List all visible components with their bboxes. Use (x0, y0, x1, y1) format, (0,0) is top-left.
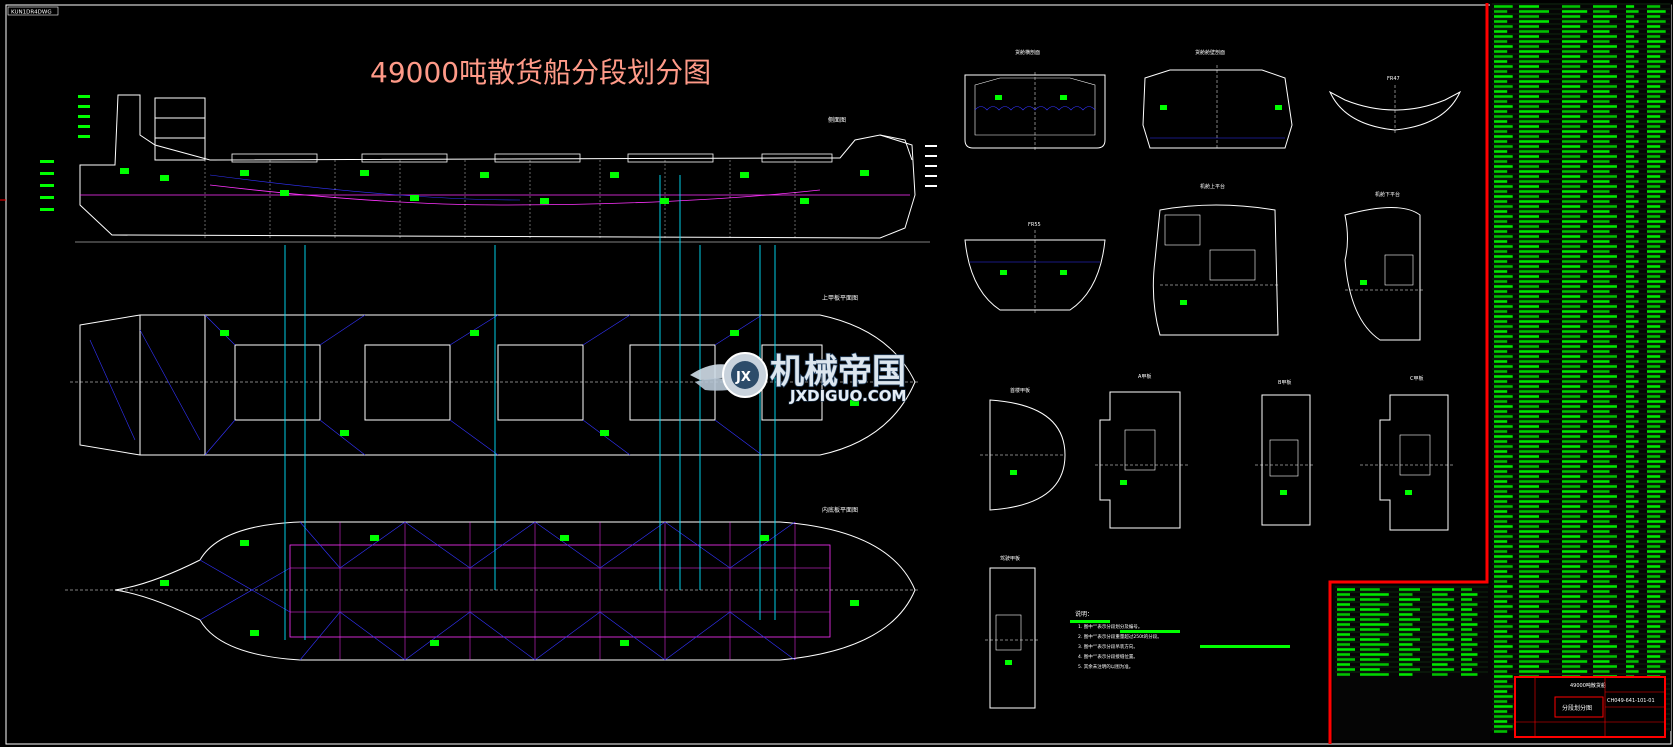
inner-bottom-grid (290, 522, 830, 660)
fr55-section (964, 230, 1106, 315)
deck-b-plan (1255, 394, 1315, 526)
inner-bottom-label: 内底板平面图 (822, 506, 858, 514)
note-line-5: 5. 其余未注明的以图为准。 (1078, 663, 1133, 670)
note-line-2: 2. 图中“”表示分段重量超过250t的分段。 (1078, 633, 1162, 640)
notes-heading: 说明： (1075, 610, 1093, 618)
block-labels (120, 168, 869, 646)
title-block-grid (1515, 677, 1665, 737)
engine-lower-label: 机舱下平台 (1375, 191, 1400, 198)
deck-b-label: B甲板 (1278, 379, 1291, 386)
title-block-drawing-name: 分段划分图 (1562, 704, 1592, 712)
upper-deck-label: 上甲板平面图 (822, 294, 858, 302)
upper-deck-diagonals (89, 314, 763, 456)
deck-c-label: C甲板 (1410, 375, 1424, 382)
profile-legend-right (925, 145, 937, 187)
block-list-rows (1492, 3, 1670, 733)
engine-upper-platform (1152, 204, 1279, 336)
title-block-name-box (1554, 696, 1604, 718)
profile-hatch-coamings (231, 153, 833, 163)
note-line-1: 1. 图中“”表示分段划分及编号。 (1078, 623, 1142, 630)
title-block-project: 49000吨散货船 (1570, 682, 1606, 689)
engine-upper-label: 机舱上平台 (1200, 183, 1225, 190)
upper-deck-plan (70, 314, 920, 456)
deck-c-plan (1360, 394, 1455, 531)
lower-block-list-table (1333, 585, 1490, 740)
profile-view-label: 侧面图 (828, 116, 846, 124)
drawing-tag-box (7, 6, 59, 16)
profile-view (75, 94, 930, 243)
bow-deck-plan (980, 399, 1066, 511)
profile-legend-left (40, 95, 90, 211)
section-block-labels (995, 95, 1412, 665)
fr47-label: FR47 (1387, 76, 1400, 82)
midship-section (964, 72, 1106, 150)
hold-bulkhead-label: 货舱舱壁剖面 (1195, 49, 1225, 56)
fr47-section (1328, 85, 1462, 135)
projection-lines (284, 175, 776, 640)
midship-section-label: 货舱横剖面 (1015, 49, 1040, 56)
deck-a-plan (1095, 391, 1190, 529)
engine-lower-platform (1344, 207, 1425, 341)
compass-deck-plan (985, 567, 1040, 709)
note-line-4: 4. 图中“”表示分段接缝位置。 (1078, 653, 1138, 660)
drawing-title: 49000吨散货船分段划分图 (370, 56, 711, 89)
watermark-brand: 机械帝国 (770, 352, 906, 392)
title-block-drawing-no: CH049-641-101-01 (1607, 698, 1655, 704)
lower-block-list-rows (1335, 586, 1488, 676)
bow-deck-label: 首楼甲板 (1010, 387, 1030, 394)
hold-bulkhead-section (1142, 65, 1293, 150)
fr55-label: FR55 (1028, 222, 1041, 228)
watermark-url: JXDIGUO.COM (789, 387, 906, 405)
profile-frame-lines (204, 160, 796, 238)
deck-a-label: A甲板 (1138, 373, 1151, 380)
inner-bottom-diagonals (199, 521, 796, 661)
compass-deck-label: 驾驶甲板 (1000, 555, 1020, 562)
table-red-frame (1328, 3, 1489, 744)
note-line-3: 3. 图中“”表示分段吊装方向。 (1078, 643, 1138, 650)
watermark-badge: JX (735, 370, 751, 385)
drawing-tag: KUN1DR4DWG (11, 10, 52, 16)
inner-bottom-plan (65, 521, 920, 661)
watermark-logo: JX (690, 352, 768, 398)
